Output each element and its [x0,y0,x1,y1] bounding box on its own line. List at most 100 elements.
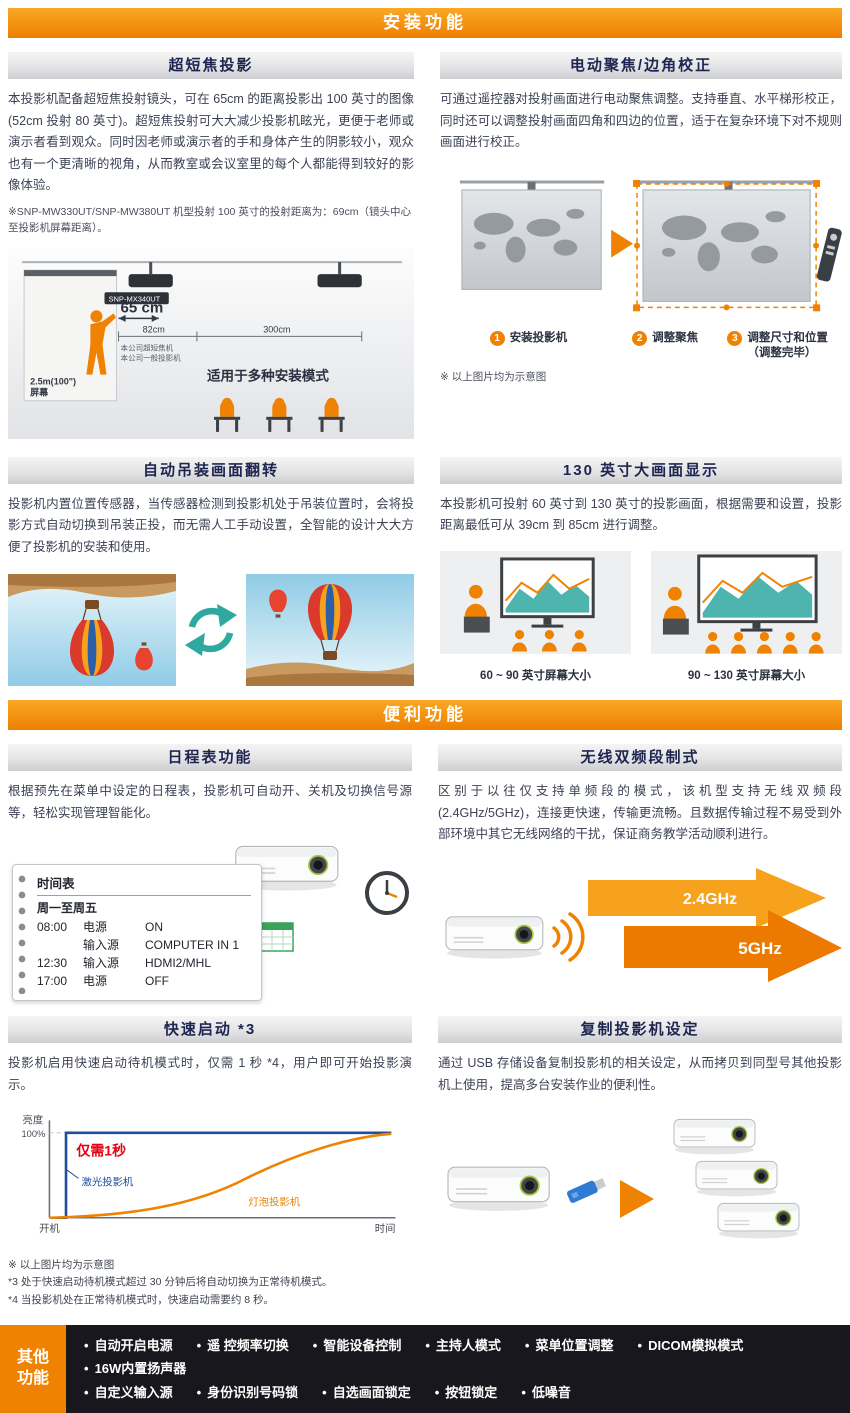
section-title-flip: 自动吊装画面翻转 [8,456,414,484]
spiral-binding [15,871,29,995]
section-title-130inch: 130 英寸大画面显示 [440,456,842,484]
usb-stick-icon [566,1178,607,1204]
step-number-badge: 2 [632,330,648,346]
lamp-series-label: 灯泡投影机 [248,1196,300,1209]
students-silhouettes [214,397,345,432]
other-features-bar: 其他 功能 自动开启电源 遥 控频率切换 智能设备控制 主持人模式 菜单位置调整… [0,1325,850,1413]
step-sublabel: （调整完毕） [747,347,817,360]
feature-item: 自动开启电源 [84,1335,173,1354]
feature-item: DICOM模拟模式 [638,1335,743,1354]
screen-size-panels: 60 ~ 90 英寸屏幕大小 90 ~ 130 英寸屏幕大小 [440,550,842,683]
section-title-ust: 超短焦投影 [8,52,414,79]
time-cell [37,936,83,954]
projector-icon [445,915,544,960]
copy-arrow-icon [620,1180,654,1219]
item-cell: 电源 [83,920,108,935]
copy-illustration [447,1119,800,1240]
other-label-line1: 其他 [16,1349,49,1367]
feature-item: 身份识别号码锁 [197,1382,298,1401]
section-title-schedule: 日程表功能 [8,744,412,772]
footnote-line: *3 处于快速启动待机模式超过 30 分钟后将自动切换为正常待机模式。 [8,1276,333,1289]
screen-size-label: 2.5m(100") [30,377,76,387]
feature-item: 遥 控频率切换 [197,1335,289,1354]
feature-item: 主持人模式 [425,1335,501,1354]
wifi-icon [552,912,585,962]
section-title-quickstart: 快速启动 *3 [8,1016,412,1044]
band-24ghz-label: 2.4GHz [683,891,737,908]
schedule-body: 根据预先在菜单中设定的日程表，投影机可自动开、关机及切换信号源等，轻松实现管理智… [8,784,412,820]
section-wireless: 无线双频段制式 区别于以往仅支持单频段的模式，该机型支持无线双频段 (2.4GH… [438,744,842,998]
target-projector-icon [673,1119,756,1156]
other-features-list: 自动开启电源 遥 控频率切换 智能设备控制 主持人模式 菜单位置调整 DICOM… [66,1325,850,1413]
y-axis-label: 亮度 [23,1114,44,1127]
corner-handles [633,179,821,311]
focus-step-2: 2 调整聚焦 [617,330,713,362]
install-modes-label: 适用于多种安装模式 [207,368,329,384]
clock-icon [365,871,409,916]
focus-body: 可通过遥控器对投射画面进行电动聚焦调整。支持垂直、水平梯形校正，同时还可以调整投… [440,92,842,149]
balloon-photo-upright [246,574,414,687]
other-features-row-1: 自动开启电源 遥 控频率切换 智能设备控制 主持人模式 菜单位置调整 DICOM… [84,1335,840,1377]
ust-note: ※SNP-MW330UT/SNP-MW380UT 机型投射 100 英寸的投射距… [8,205,411,234]
step-arrow-icon [611,229,634,258]
step-label: 安装投影机 [509,331,568,344]
step-label: 调整尺寸和位置 [747,331,828,344]
timetable-row: 17:00 电源 OFF [37,972,251,990]
distance-300cm-label: 300cm [263,324,290,334]
timetable-header: 时间表 [37,873,251,897]
banner-convenience: 便利功能 [8,700,842,731]
step-number-badge: 3 [727,330,743,346]
section-focus-correction: 电动聚焦/边角校正 可通过遥控器对投射画面进行电动聚焦调整。支持垂直、水平梯形校… [440,52,842,439]
step-number-badge: 1 [489,330,505,346]
time-cell: 12:30 [37,956,68,971]
lamp-series-line [49,1133,392,1220]
timetable-row: 08:00 电源 ON [37,918,251,936]
timetable-row: 输入源 COMPUTER IN 1 [37,936,251,954]
section-130inch: 130 英寸大画面显示 本投影机可投射 60 英寸到 130 英寸的投影画面，根… [440,456,842,687]
normal-projector-label: 本公司一般投影机 [121,353,182,363]
quickstart-body: 投影机启用快速启动待机模式时，仅需 1 秒 *4，用户即可开始投影演示。 [8,1056,412,1092]
presenter-silhouette [86,310,117,375]
focus-note: ※ 以上图片均为示意图 [440,370,547,383]
other-label-line2: 功能 [16,1370,49,1387]
copy-body: 通过 USB 存储设备复制投影机的相关设定，从而拷贝到同型号其他投影机上使用，提… [438,1056,842,1092]
focus-step-1: 1 安装投影机 [440,330,617,362]
target-projector-icon [695,1161,778,1198]
feature-item: 按钮锁定 [435,1382,497,1401]
x-origin-label: 开机 [39,1223,60,1236]
schedule-notebook: 时间表 周一至周五 08:00 电源 ON 输入源 COMPUTER IN 1 … [12,864,262,1002]
remote-control-icon [816,227,842,282]
footnotes: ※ 以上图片均为示意图 *3 处于快速启动待机模式超过 30 分钟后将自动切换为… [8,1257,842,1309]
value-cell: OFF [145,974,169,989]
other-features-row-2: 自定义输入源 身份识别号码锁 自选画面锁定 按钮锁定 低噪音 [84,1382,840,1401]
feature-item: 低噪音 [521,1382,571,1401]
footnote-line: *4 当投影机处在正常待机模式时，快速启动需要约 8 秒。 [8,1293,275,1306]
item-cell: 电源 [83,974,108,989]
band-arrow-5 [624,909,842,982]
cycle-arrows-icon [185,604,237,657]
feature-item: 自定义输入源 [84,1382,173,1401]
footnote-line: ※ 以上图片均为示意图 [8,1259,115,1272]
calendar-icon [260,922,294,953]
model-label: SNP-MX340UT [108,294,160,303]
callout-label: 仅需1秒 [75,1143,126,1159]
ust-projector-label: 本公司超短焦机 [121,343,174,353]
panel-90-130: 90 ~ 130 英寸屏幕大小 [651,550,842,683]
section-title-wireless: 无线双频段制式 [438,744,842,772]
section-schedule: 日程表功能 根据预先在菜单中设定的日程表，投影机可自动开、关机及切换信号源等，轻… [8,744,412,1002]
y-max-label: 100% [21,1129,45,1139]
section-quickstart: 快速启动 *3 投影机启用快速启动待机模式时，仅需 1 秒 *4，用户即可开始投… [8,1016,412,1243]
quickstart-chart: 亮度 100% 仅需1秒 激光投影机 灯泡投影机 开机 时间 [21,1114,396,1236]
time-cell: 08:00 [37,920,68,935]
other-features-label: 其他 功能 [0,1325,66,1413]
section-auto-flip: 自动吊装画面翻转 投影机内置位置传感器，当传感器检测到投影机处于吊装位置时，会将… [8,456,414,687]
band-arrow-24 [588,867,826,928]
target-projector-icon [717,1203,800,1240]
item-cell: 输入源 [83,938,120,953]
focus-steps: 1 安装投影机 2 调整聚焦 3 调整尺寸和位置 （调整完毕） [440,330,842,362]
ust-diagram: 2.5m(100") 屏幕 SNP-MX340UT 65 cm 82cm 300… [8,248,414,439]
feature-item: 16W内置扬声器 [84,1358,187,1377]
screen-label: 屏幕 [30,387,49,398]
banner-install: 安装功能 [8,8,842,38]
